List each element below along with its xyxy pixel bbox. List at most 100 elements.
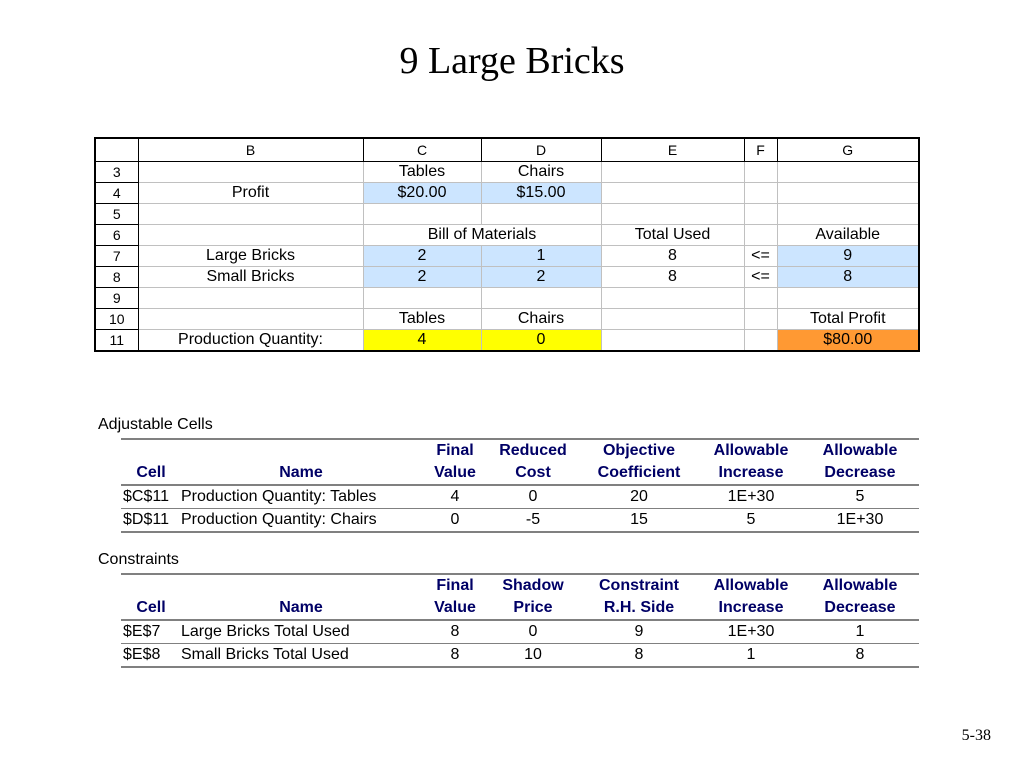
header-final: Final: [436, 577, 474, 594]
cell-d4[interactable]: $15.00: [480, 182, 602, 204]
sheet-row-10: 10 Tables Chairs Total Profit: [94, 308, 920, 330]
row-header[interactable]: 4: [94, 182, 139, 204]
cell-d11[interactable]: 0: [480, 329, 602, 352]
row-header[interactable]: 3: [94, 161, 139, 183]
cell-b10[interactable]: [137, 308, 364, 330]
row-header[interactable]: 10: [94, 308, 139, 330]
cell-e7[interactable]: 8: [600, 245, 745, 267]
cell-f11[interactable]: [743, 329, 778, 352]
column-header-b[interactable]: B: [137, 137, 364, 162]
cell-b3[interactable]: [137, 161, 364, 183]
sheet-row-11: 11 Production Quantity: 4 0 $80.00: [94, 329, 920, 352]
row-header[interactable]: 5: [94, 203, 139, 225]
reduced-cost: -5: [489, 508, 577, 533]
allowable-decrease: 5: [801, 484, 919, 509]
column-header-e[interactable]: E: [600, 137, 745, 162]
header-name: Name: [181, 597, 421, 621]
cell-b8[interactable]: Small Bricks: [137, 266, 364, 288]
allowable-increase: 1E+30: [701, 619, 801, 644]
sheet-row-3: 3 Tables Chairs: [94, 161, 920, 183]
cell-c11[interactable]: 4: [362, 329, 482, 352]
row-header[interactable]: 6: [94, 224, 139, 246]
cell-b11[interactable]: Production Quantity:: [137, 329, 364, 352]
header-cell: [181, 574, 421, 597]
column-header-g[interactable]: G: [776, 137, 920, 162]
cell-g11[interactable]: $80.00: [776, 329, 920, 352]
column-header-c[interactable]: C: [362, 137, 482, 162]
column-header-d[interactable]: D: [480, 137, 602, 162]
allowable-increase: 1E+30: [701, 484, 801, 509]
cell-f6[interactable]: [743, 224, 778, 246]
table-row: $E$7 Large Bricks Total Used 8 0 9 1E+30…: [121, 619, 919, 644]
cell-d7[interactable]: 1: [480, 245, 602, 267]
cell-f7[interactable]: <=: [743, 245, 778, 267]
constraints-header-top: Final Shadow Constraint Allowable Allowa…: [121, 574, 919, 597]
cell-c10[interactable]: Tables: [362, 308, 482, 330]
cell-e5[interactable]: [600, 203, 745, 225]
cell-b4[interactable]: Profit: [137, 182, 364, 204]
cell-e9[interactable]: [600, 287, 745, 309]
row-header[interactable]: 9: [94, 287, 139, 309]
cell-g3[interactable]: [776, 161, 920, 183]
cell-e11[interactable]: [600, 329, 745, 352]
header-allowable: Allowable: [713, 442, 789, 459]
cell-e10[interactable]: [600, 308, 745, 330]
cell-c5[interactable]: [362, 203, 482, 225]
constraints-header-bottom: Cell Name Value Price R.H. Side Increase…: [121, 597, 919, 621]
cell-e4[interactable]: [600, 182, 745, 204]
cell-d8[interactable]: 2: [480, 266, 602, 288]
cell-f5[interactable]: [743, 203, 778, 225]
cell-c8[interactable]: 2: [362, 266, 482, 288]
table-row: $D$11 Production Quantity: Chairs 0 -5 1…: [121, 508, 919, 533]
cell-c4[interactable]: $20.00: [362, 182, 482, 204]
cell-f8[interactable]: <=: [743, 266, 778, 288]
cell-c9[interactable]: [362, 287, 482, 309]
cell-f9[interactable]: [743, 287, 778, 309]
cell-d5[interactable]: [480, 203, 602, 225]
cell-f10[interactable]: [743, 308, 778, 330]
cell-g8[interactable]: 8: [776, 266, 920, 288]
adjustable-cells-table: Final Reduced Objective Allowable Allowa…: [121, 438, 919, 533]
cell-c6-bill-of-materials[interactable]: Bill of Materials: [362, 224, 602, 246]
objective-coefficient: 15: [577, 508, 701, 533]
corner-cell[interactable]: [94, 137, 139, 162]
cell-name: Large Bricks Total Used: [181, 619, 421, 644]
cell-g5[interactable]: [776, 203, 920, 225]
cell-b5[interactable]: [137, 203, 364, 225]
cell-f3[interactable]: [743, 161, 778, 183]
cell-g9[interactable]: [776, 287, 920, 309]
cell-c3[interactable]: Tables: [362, 161, 482, 183]
column-header-f[interactable]: F: [743, 137, 778, 162]
allowable-increase: 1: [701, 643, 801, 668]
sheet-row-8: 8 Small Bricks 2 2 8 <= 8: [94, 266, 920, 288]
header-cell: [121, 574, 181, 597]
row-header[interactable]: 11: [94, 329, 139, 352]
cell-g7[interactable]: 9: [776, 245, 920, 267]
cell-g4[interactable]: [776, 182, 920, 204]
cell-e8[interactable]: 8: [600, 266, 745, 288]
header-increase: Increase: [701, 597, 801, 621]
header-cell: Cell: [121, 462, 181, 486]
cell-e6[interactable]: Total Used: [600, 224, 745, 246]
cell-e3[interactable]: [600, 161, 745, 183]
cell-ref: $E$7: [121, 619, 181, 644]
cell-d9[interactable]: [480, 287, 602, 309]
sheet-row-4: 4 Profit $20.00 $15.00: [94, 182, 920, 204]
cell-b7[interactable]: Large Bricks: [137, 245, 364, 267]
slide-title: 9 Large Bricks: [399, 40, 625, 82]
cell-c7[interactable]: 2: [362, 245, 482, 267]
cell-name: Production Quantity: Tables: [181, 484, 421, 509]
header-cell: [121, 439, 181, 462]
row-header[interactable]: 8: [94, 266, 139, 288]
cell-b9[interactable]: [137, 287, 364, 309]
cell-d10[interactable]: Chairs: [480, 308, 602, 330]
table-row: $C$11 Production Quantity: Tables 4 0 20…: [121, 484, 919, 509]
header-final: Final: [436, 442, 474, 459]
header-constraint: Constraint: [599, 577, 679, 594]
row-header[interactable]: 7: [94, 245, 139, 267]
cell-d3[interactable]: Chairs: [480, 161, 602, 183]
cell-b6[interactable]: [137, 224, 364, 246]
cell-g6[interactable]: Available: [776, 224, 920, 246]
cell-g10[interactable]: Total Profit: [776, 308, 920, 330]
cell-f4[interactable]: [743, 182, 778, 204]
